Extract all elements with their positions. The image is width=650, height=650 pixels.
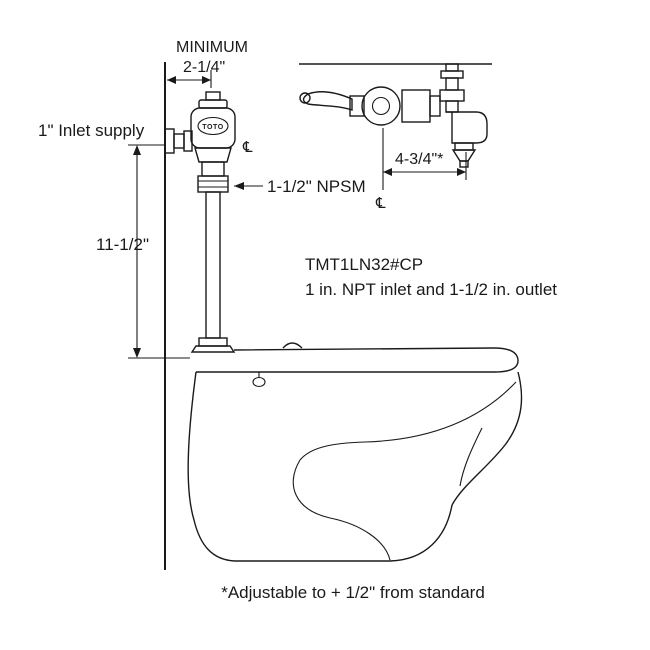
arrowhead-left-icon [167,76,176,84]
arrowhead-down-icon [133,348,141,358]
arrowhead-npsm-icon [234,182,244,190]
elbow-fitting [446,111,488,144]
handle-coupling-ring [361,86,401,126]
model-info-block: TMT1LN32#CP 1 in. NPT inlet and 1-1/2 in… [305,255,557,299]
arrowhead-up-icon [133,145,141,155]
minimum-label: MINIMUM [176,39,248,56]
bowl-outline-front [451,371,523,506]
brand-logo-oval [197,116,229,136]
seat-bolt-cap [252,376,266,388]
handle-end-ball [299,92,311,104]
height-label: 11-1/2" [96,235,149,254]
toilet-drawing [187,342,523,562]
model-description-label: 1 in. NPT inlet and 1-1/2 in. outlet [305,280,557,299]
arrowhead-dim-right-icon [457,168,466,176]
centerline-symbol-detail: ℄ [375,194,386,212]
inlet-supply-label: 1" Inlet supply [38,121,145,140]
bowl-contour-line [299,381,517,461]
npsm-callout: 1-1/2" NPSM [234,177,366,196]
toilet-seat [233,347,519,373]
bowl-outline-left [187,371,453,562]
arrowhead-dim-left-icon [383,168,392,176]
coupling-nut [197,175,229,193]
seat-hinge [282,342,303,349]
inlet-supply-stop [164,128,193,154]
minimum-clearance-dimension: MINIMUM 2-1/4" [167,39,248,88]
flush-handle-lever [302,91,353,111]
height-dimension: 11-1/2" [96,144,190,359]
bowl-front-contour-line [459,427,483,487]
flush-pipe [205,191,221,339]
centerline-symbol-main: ℄ [242,138,253,156]
outlet-spud [451,149,477,162]
flush-valve-front-view: TOTO ℄ [164,91,253,353]
valve-body-side [401,89,431,123]
minimum-value-label: 2-1/4" [183,59,225,76]
npsm-label: 1-1/2" NPSM [267,177,366,196]
trapway-contour-line [292,459,391,561]
footnote-label: *Adjustable to + 1/2" from standard [221,583,485,602]
arrowhead-right-icon [202,76,211,84]
detail-width-dimension: 4-3/4"* [382,128,467,190]
valve-side-detail-view: 4-3/4"* ℄ [299,63,492,212]
brand-logo-text: TOTO [202,124,224,131]
model-number-label: TMT1LN32#CP [305,255,423,274]
detail-width-label: 4-3/4"* [395,151,443,168]
